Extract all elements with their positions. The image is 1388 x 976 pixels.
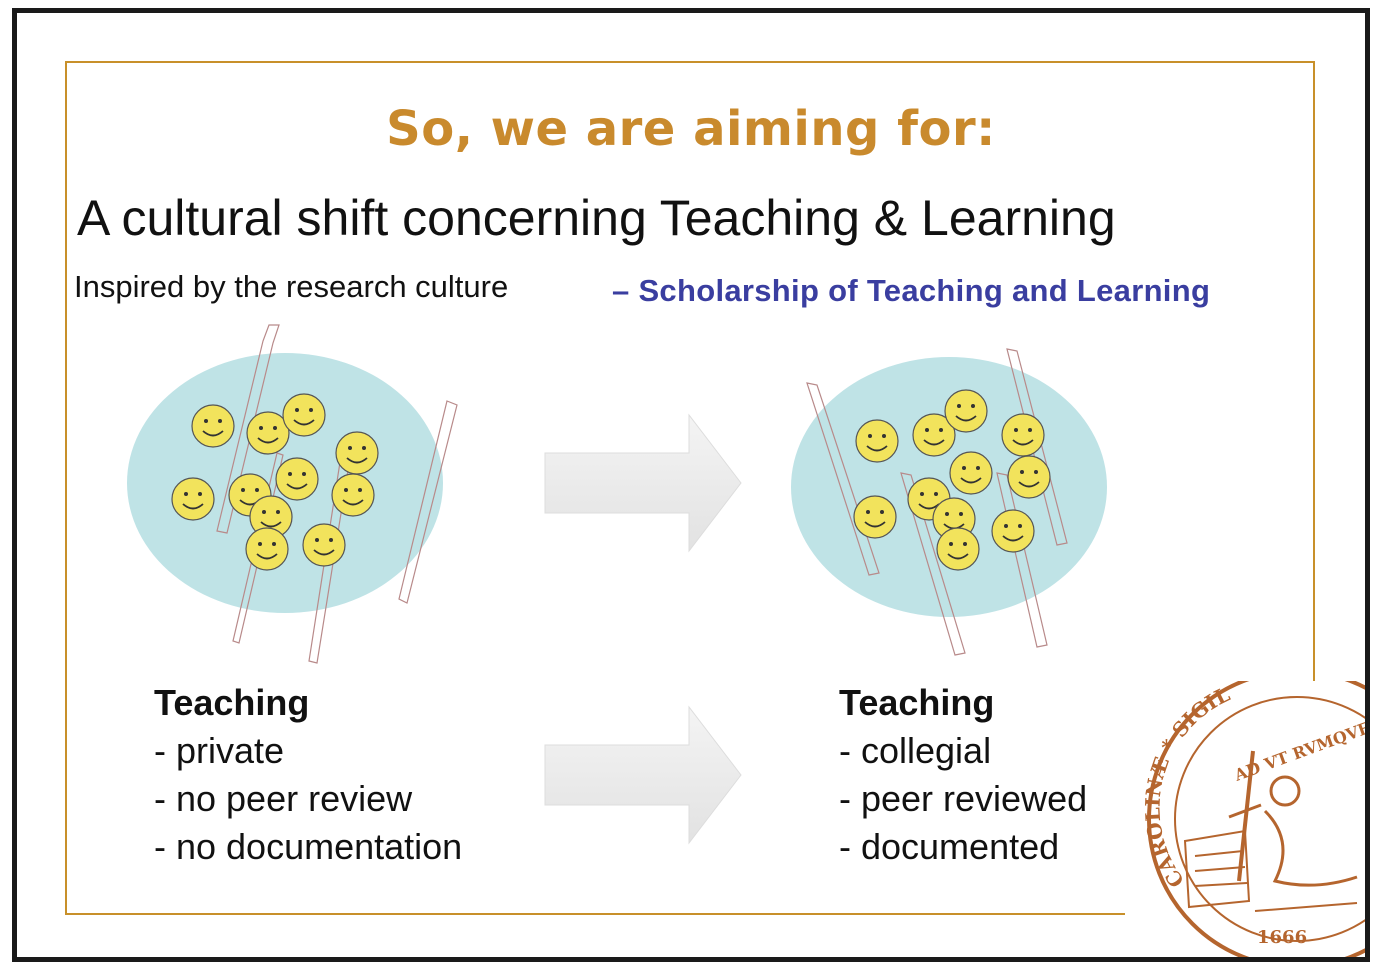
left-teaching-list: Teaching - private - no peer review - no…	[154, 679, 462, 871]
illustration	[127, 324, 1107, 845]
right-item-peer-reviewed: - peer reviewed	[839, 778, 1088, 819]
smiley-icon	[853, 495, 897, 539]
smiley-icon	[191, 404, 235, 448]
right-item-collegial: - collegial	[839, 730, 992, 771]
smiley-icon	[936, 527, 980, 571]
slide-title: So, we are aiming for:	[386, 101, 996, 157]
smiley-icon	[282, 393, 326, 437]
sotl-text: – Scholarship of Teaching and Learning	[612, 273, 1211, 308]
smiley-icon	[1007, 455, 1051, 499]
left-heading: Teaching	[154, 682, 310, 723]
smiley-icon	[249, 495, 293, 539]
university-seal-logo: CAROLINÆ * SIGIL AD VT RVMQVE 1666	[1125, 681, 1365, 957]
right-heading: Teaching	[839, 682, 995, 723]
smiley-icon	[335, 431, 379, 475]
smiley-icon	[275, 457, 319, 501]
left-item-no-peer-review: - no peer review	[154, 778, 413, 819]
smiley-icon	[949, 451, 993, 495]
content-border	[65, 61, 1315, 915]
smiley-icon	[246, 411, 290, 455]
smiley-icon	[912, 413, 956, 457]
inspired-text: Inspired by the research culture	[74, 269, 509, 304]
smiley-icon	[302, 523, 346, 567]
arrow-top	[544, 413, 742, 553]
left-item-no-documentation: - no documentation	[154, 826, 463, 867]
smiley-icon	[991, 509, 1035, 553]
smiley-icon	[171, 477, 215, 521]
smiley-icon	[855, 419, 899, 463]
right-teaching-list: Teaching - collegial - peer reviewed - d…	[839, 679, 1087, 871]
smiley-icon	[331, 473, 375, 517]
slide-subtitle: A cultural shift concerning Teaching & L…	[77, 190, 1116, 246]
left-item-private: - private	[154, 730, 285, 771]
right-smileys	[853, 389, 1051, 571]
right-group-ellipse	[791, 357, 1107, 617]
smiley-icon	[1001, 413, 1045, 457]
svg-text:1666: 1666	[1257, 927, 1307, 948]
smiley-icon	[245, 527, 289, 571]
slide-frame: So, we are aiming for: A cultural shift …	[12, 8, 1370, 962]
arrow-bottom	[544, 705, 742, 845]
smiley-icon	[944, 389, 988, 433]
right-item-documented: - documented	[839, 826, 1060, 867]
left-smileys	[171, 393, 379, 571]
